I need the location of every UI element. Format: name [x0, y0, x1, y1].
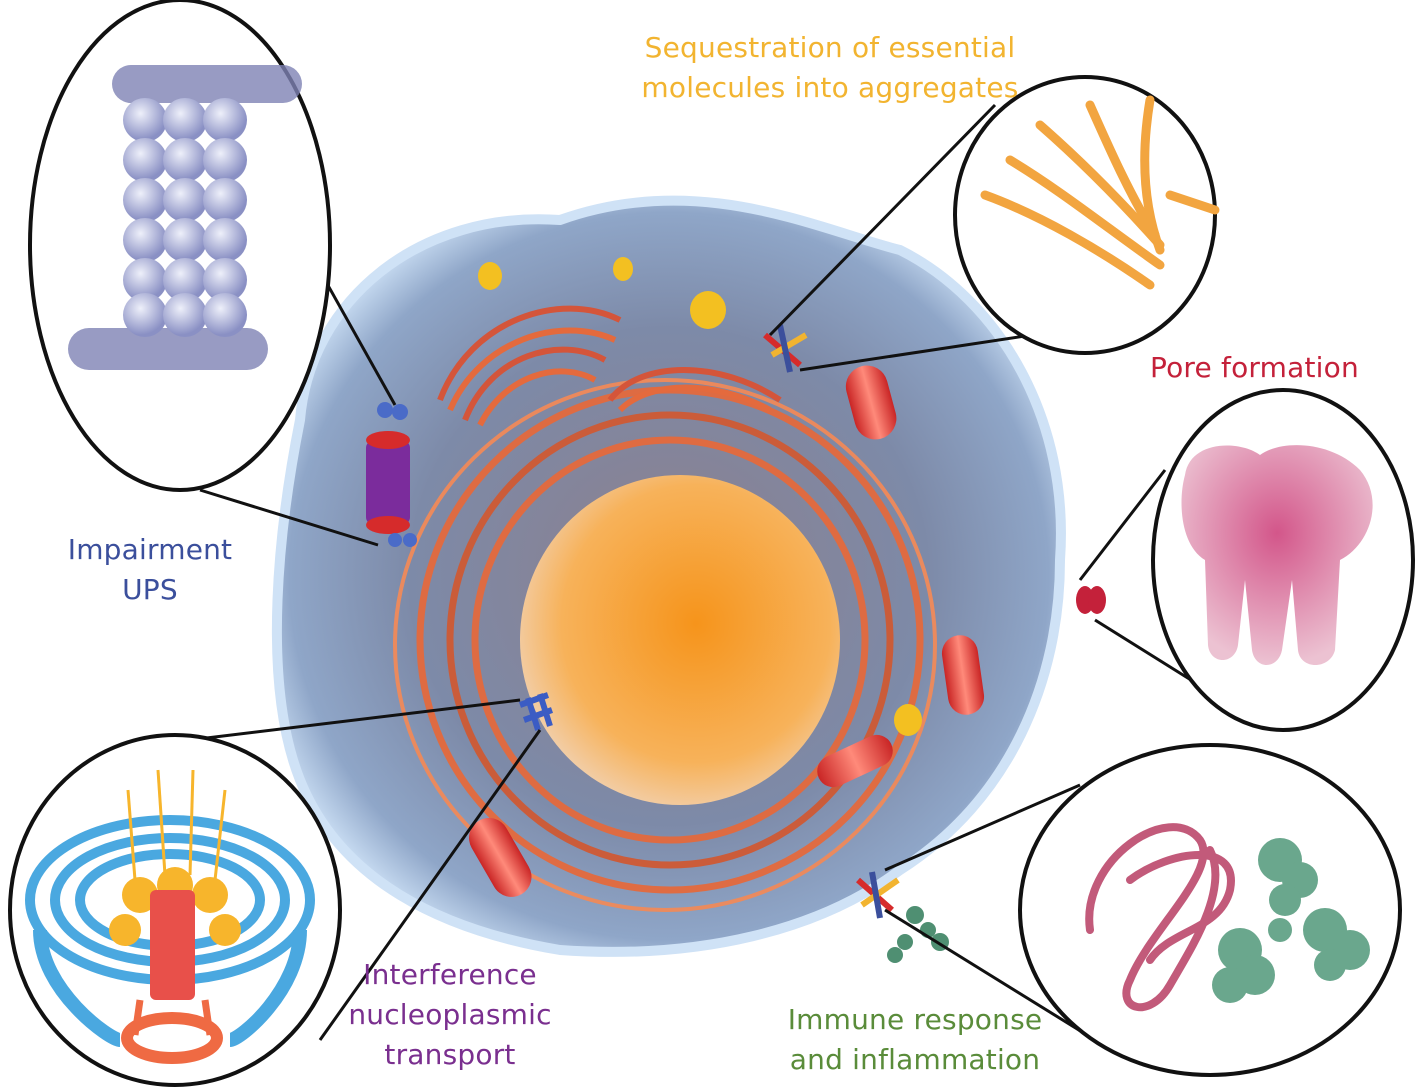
pore-line-1: Pore formation: [1150, 351, 1359, 384]
immune-line-1: Immune response: [787, 1003, 1043, 1036]
nuclear-pore-inset: [8, 733, 342, 1087]
sequestration-line-2: molecules into aggregates: [641, 71, 1019, 104]
interference-line-2: nucleoplasmic: [348, 998, 552, 1031]
interference-line-3: transport: [384, 1038, 516, 1071]
nucleus: [520, 475, 840, 805]
antibody-inset: [1018, 743, 1402, 1077]
golgi-apparatus: [437, 305, 782, 427]
mitochondria: [469, 365, 985, 897]
pore-inset: [1151, 388, 1415, 732]
immune-line-2: and inflammation: [789, 1043, 1041, 1076]
ups-line-2: UPS: [122, 573, 178, 606]
nuclear-pore-marker: [518, 692, 554, 731]
pore-marker: [1076, 586, 1106, 614]
ups-line-1: Impairment: [67, 533, 233, 566]
immune-response-label: Immune response and inflammation: [750, 1000, 1080, 1080]
aggregate-marker-bottom: [856, 871, 900, 919]
vesicles: [478, 257, 922, 736]
proteasome-marker: [366, 402, 417, 547]
antibody-cluster: [887, 906, 949, 963]
pore-formation-label: Pore formation: [1150, 348, 1359, 388]
impairment-ups-label: Impairment UPS: [40, 530, 260, 610]
aggregate-marker-top: [763, 324, 808, 373]
amyloid-fibril-inset: [953, 75, 1220, 355]
sequestration-line-1: Sequestration of essential: [644, 31, 1016, 64]
interference-line-1: Interference: [363, 958, 537, 991]
sequestration-label: Sequestration of essential molecules int…: [540, 28, 1120, 108]
proteasome-inset: [28, 0, 332, 492]
interference-transport-label: Interference nucleoplasmic transport: [300, 955, 600, 1075]
